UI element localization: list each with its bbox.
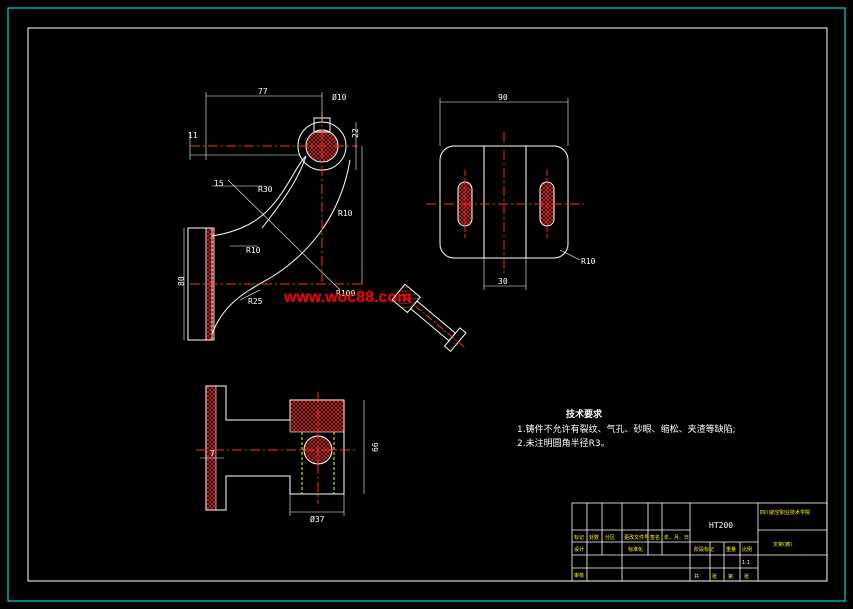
title-header-2: 分区 [605,534,615,541]
dim-bore-diameter: Ø37 [310,514,325,524]
title-sheet-unit-1: 张 [712,573,717,580]
dim-plate-corner-radius: R10 [581,257,596,266]
title-review: 审核 [574,572,584,579]
watermark: www.woc88.com [283,289,411,306]
dim-radius-30: R30 [258,185,273,194]
front-view [183,92,363,341]
title-weight: 重量 [726,546,736,553]
title-school: 四川航空职业技术学院 [760,509,810,516]
title-design: 设计 [574,546,584,553]
dim-radius-10-left: R10 [246,246,261,255]
dim-boss-height: 22 [351,128,360,138]
title-header-4: 签名 [650,534,660,541]
dim-offset-15: 15 [214,179,224,188]
top-section-view [196,385,365,516]
notes-line-2: 2.未注明圆角半径R3。 [517,437,610,449]
notes-line-1: 1.铸件不允许有裂纹、气孔、砂眼、缩松、夹渣等缺陷; [517,423,736,435]
title-header-3: 更改文件号 [624,534,649,541]
title-header-0: 标记 [574,534,584,541]
title-sheet-number: 第 [728,573,733,580]
title-block [571,502,828,582]
dim-section-height: 66 [371,442,380,452]
dim-flange-gap: 11 [188,131,198,140]
title-scale-value: 1:1 [742,560,750,566]
dim-total-height: 80 [177,276,186,286]
dim-shaft-diameter: Ø10 [332,92,347,102]
notes-title: 技术要求 [566,408,603,420]
title-header-1: 处数 [589,534,599,541]
dim-section-thickness: 7 [210,449,215,458]
dim-radius-25: R25 [248,297,263,306]
title-sheet-unit-2: 张 [744,573,749,580]
title-stage-mark: 阶段标记 [694,546,714,553]
side-view [426,98,584,290]
inclined-section [391,283,467,353]
title-material: HT200 [709,521,733,530]
title-standardization: 标准化 [628,546,643,553]
inner-border [27,27,828,582]
dim-radius-10-right: R10 [338,209,353,218]
dim-plate-width: 90 [498,93,508,102]
title-part-name: 叉架(铸) [773,541,792,548]
dim-radius-100: R100 [336,289,355,298]
dim-top-width: 77 [258,87,268,96]
title-header-5: 年、月、日 [664,534,689,541]
title-scale: 比例 [742,546,752,553]
outer-border [7,7,846,602]
title-sheet-total: 共 [694,573,699,580]
dim-slot-gap: 30 [498,277,508,286]
